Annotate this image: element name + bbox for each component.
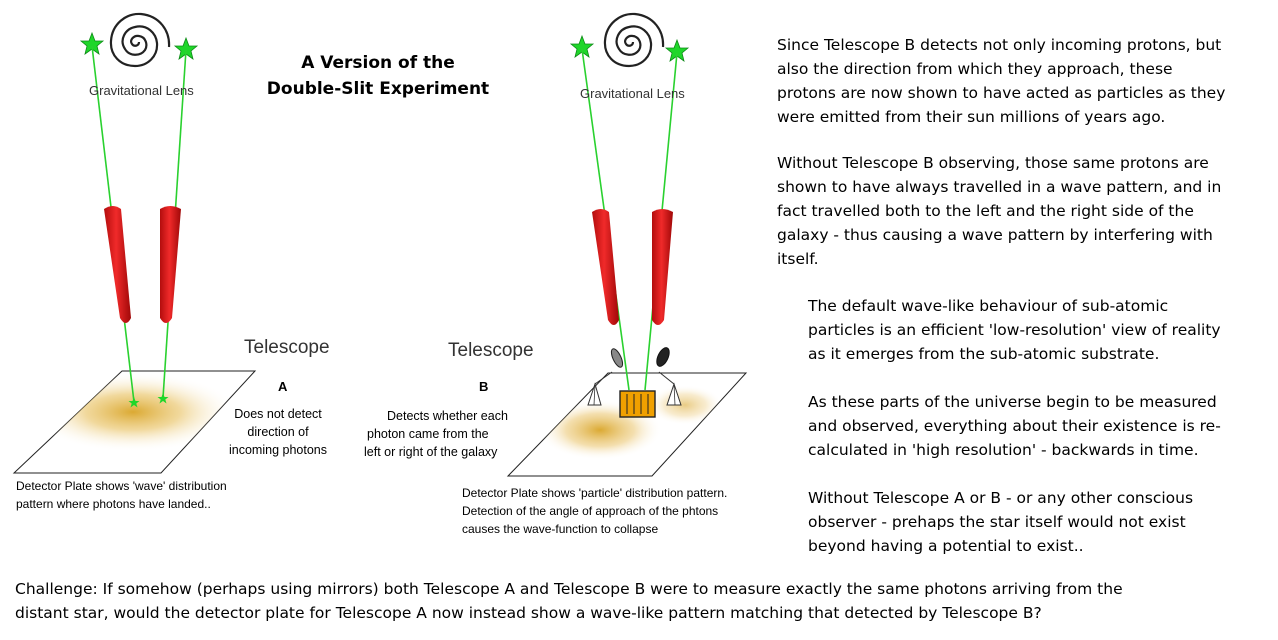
telescope-a-right [160, 206, 181, 323]
text-line: as it emerges from the sub-atomic substr… [808, 345, 1160, 363]
panel-a-caption-line: pattern where photons have landed.. [16, 497, 211, 511]
explanation-para-3: The default wave-like behaviour of sub-a… [808, 294, 1221, 366]
explanation-para-2: Without Telescope B observing, those sam… [777, 151, 1221, 271]
challenge-text: Challenge: If somehow (perhaps using mir… [15, 577, 1123, 625]
text-line: fact travelled both to the left and the … [777, 202, 1194, 220]
lens-label-a: Gravitational Lens [89, 83, 194, 98]
panel-b-caption: Detector Plate shows 'particle' distribu… [462, 484, 727, 538]
text-line: were emitted from their sun millions of … [777, 108, 1166, 126]
panel-a-caption-line: Detector Plate shows 'wave' distribution [16, 479, 227, 493]
explanation-para-5: Without Telescope A or B - or any other … [808, 486, 1193, 558]
text-line: and observed, everything about their exi… [808, 417, 1221, 435]
text-line: particles is an efficient 'low-resolutio… [808, 321, 1221, 339]
panel-b-caption-line: Detection of the angle of approach of th… [462, 504, 719, 518]
panel-b-note-line: photon came from the [367, 427, 489, 441]
text-line: beyond having a potential to exist.. [808, 537, 1084, 555]
detector-plate-b [506, 372, 748, 477]
text-line: itself. [777, 250, 819, 268]
landed-photon-a-left [128, 397, 140, 408]
text-line: The default wave-like behaviour of sub-a… [808, 297, 1169, 315]
panel-a-letter: A [278, 379, 288, 394]
challenge-line: distant star, would the detector plate f… [15, 604, 1042, 622]
panel-b-letter: B [479, 379, 489, 394]
panel-b-diagram [506, 12, 748, 477]
text-line: observer - prehaps the star itself would… [808, 513, 1186, 531]
text-line: galaxy - thus causing a wave pattern by … [777, 226, 1213, 244]
title-line-2: Double-Slit Experiment [266, 79, 490, 99]
panel-a-note-line: incoming photons [229, 443, 327, 457]
telescope-label-b: Telescope [448, 340, 534, 361]
diagram-title: A Version of the Double-Slit Experiment [258, 50, 498, 102]
panel-b-caption-line: Detector Plate shows 'particle' distribu… [462, 486, 728, 500]
text-line: calculated in 'high resolution' - backwa… [808, 441, 1199, 459]
detector-box-icon [619, 390, 656, 418]
text-line: also the direction from which they appro… [777, 60, 1173, 78]
panel-a-note-line: direction of [247, 425, 309, 439]
panel-b-note-line: Detects whether each [387, 409, 508, 423]
explanation-para-1: Since Telescope B detects not only incom… [777, 33, 1225, 129]
panel-a-note-line: Does not detect [234, 407, 322, 421]
challenge-line: Challenge: If somehow (perhaps using mir… [15, 580, 1123, 598]
text-line: Without Telescope B observing, those sam… [777, 154, 1209, 172]
telescope-b-left [592, 209, 619, 325]
particle-distribution-glow-right [647, 385, 723, 425]
gravitational-lens-spiral-b [603, 12, 665, 68]
text-line: protons are now shown to have acted as p… [777, 84, 1226, 102]
telescope-b-right [652, 209, 673, 325]
landed-photon-a-right [157, 393, 169, 404]
text-line: As these parts of the universe begin to … [808, 393, 1217, 411]
telescope-label-a: Telescope [244, 337, 330, 358]
wave-distribution-glow [28, 372, 238, 452]
direction-sensor-left-icon [587, 348, 624, 406]
panel-b-caption-line: causes the wave-function to collapse [462, 522, 659, 536]
text-line: Since Telescope B detects not only incom… [777, 36, 1222, 54]
panel-b-note-line: left or right of the galaxy [364, 445, 498, 459]
text-line: Without Telescope A or B - or any other … [808, 489, 1194, 507]
direction-sensor-right-icon [656, 347, 682, 406]
lens-label-b: Gravitational Lens [580, 86, 685, 101]
panel-b-note: Detects whether each photon came from th… [364, 407, 508, 461]
title-line-1: A Version of the [301, 53, 455, 73]
telescope-a-left [104, 206, 131, 323]
panel-a-note: Does not detect direction of incoming ph… [216, 405, 340, 459]
panel-a-caption: Detector Plate shows 'wave' distribution… [16, 477, 227, 513]
gravitational-lens-spiral-a [109, 12, 171, 68]
explanation-para-4: As these parts of the universe begin to … [808, 390, 1221, 462]
text-line: shown to have always travelled in a wave… [777, 178, 1222, 196]
